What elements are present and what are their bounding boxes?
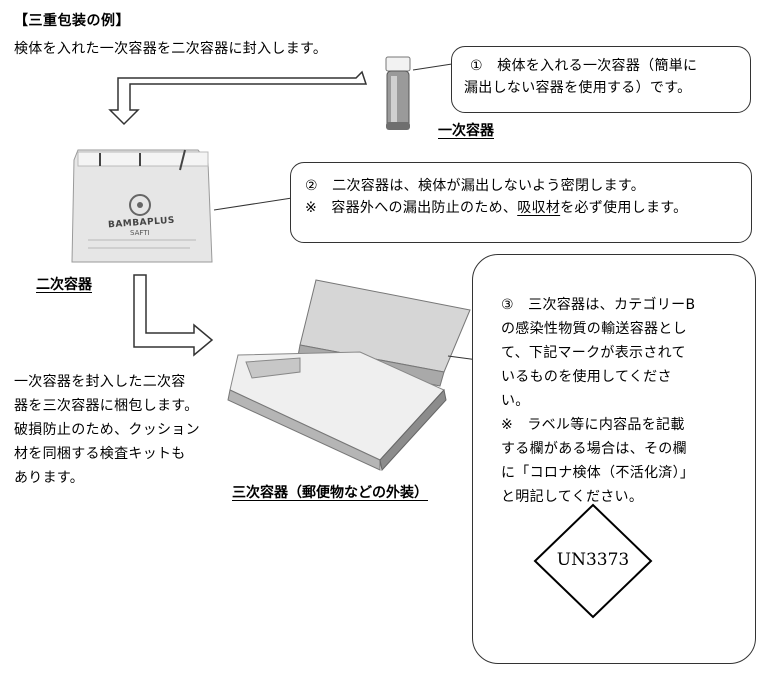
callout2-line1: ② 二次容器は、検体が漏出しないよう密閉します。 — [305, 178, 646, 194]
callout3-line-3: いるものを使用してくださ — [501, 369, 672, 385]
callout2-line2: ※ 容器外への漏出防止のため、吸収材を必ず使用します。 — [305, 197, 737, 219]
absorbent-material-term: 吸収材 — [517, 200, 561, 216]
callout3-line-7: に「コロナ検体（不活化済）」 — [501, 465, 695, 481]
heading: 【三重包装の例】 — [14, 13, 130, 29]
callout1-pointer — [412, 63, 453, 71]
bag-sub-text: SAFTI — [130, 229, 150, 237]
secondary-container-label: 二次容器 — [36, 277, 92, 293]
primary-container-label: 一次容器 — [438, 123, 494, 139]
callout-secondary: ② 二次容器は、検体が漏出しないよう密閉します。 ※ 容器外への漏出防止のため、… — [290, 162, 752, 243]
tertiary-container-label: 三次容器（郵便物などの外装） — [232, 485, 428, 501]
tertiary-container-image — [227, 279, 471, 472]
secondary-container-image — [71, 149, 213, 263]
callout2-line2-suffix: を必ず使用します。 — [560, 200, 688, 216]
arrow-right-secondary — [133, 274, 214, 357]
callout1-line2: 漏出しない容器を使用する）です。 — [464, 80, 692, 96]
callout3-line-6: する欄がある場合は、その欄 — [501, 441, 687, 457]
callout3-line-8: と明記してください。 — [501, 489, 644, 505]
callout2-line2-prefix: ※ 容器外への漏出防止のため、 — [305, 200, 518, 216]
step2-line1: 一次容器を封入した二次容 — [14, 374, 186, 390]
un-mark-text: UN3373 — [556, 550, 630, 570]
callout3-line-2: て、下記マークが表示されて — [501, 345, 686, 361]
step2-line3: 破損防止のため、クッション — [14, 422, 200, 438]
primary-container-image — [385, 56, 411, 130]
callout1-line1: ① 検体を入れる一次容器（簡単に — [470, 58, 698, 74]
callout-primary: ① 検体を入れる一次容器（簡単に 漏出しない容器を使用する）です。 — [451, 46, 751, 113]
callout3-line-5: ※ ラベル等に内容品を記載 — [501, 417, 685, 433]
callout3-line-0: ③ 三次容器は、カテゴリーB — [501, 297, 696, 313]
step2-line2: 器を三次容器に梱包します。 — [14, 398, 199, 414]
step2-line5: あります。 — [14, 470, 85, 486]
callout3-line-1: の感染性物質の輸送容器とし — [501, 321, 687, 337]
callout-tertiary: ③ 三次容器は、カテゴリーB の感染性物質の輸送容器とし て、下記マークが表示さ… — [472, 254, 756, 664]
arrow-down-primary — [108, 70, 368, 126]
callout2-pointer — [213, 197, 293, 211]
callout3-line-4: い。 — [501, 393, 530, 409]
step1-text: 検体を入れた一次容器を二次容器に封入します。 — [14, 41, 328, 57]
step2-line4: 材を同梱する検査キットも — [14, 446, 186, 462]
step2-text: 一次容器を封入した二次容 器を三次容器に梱包します。 破損防止のため、クッション… — [14, 370, 200, 490]
